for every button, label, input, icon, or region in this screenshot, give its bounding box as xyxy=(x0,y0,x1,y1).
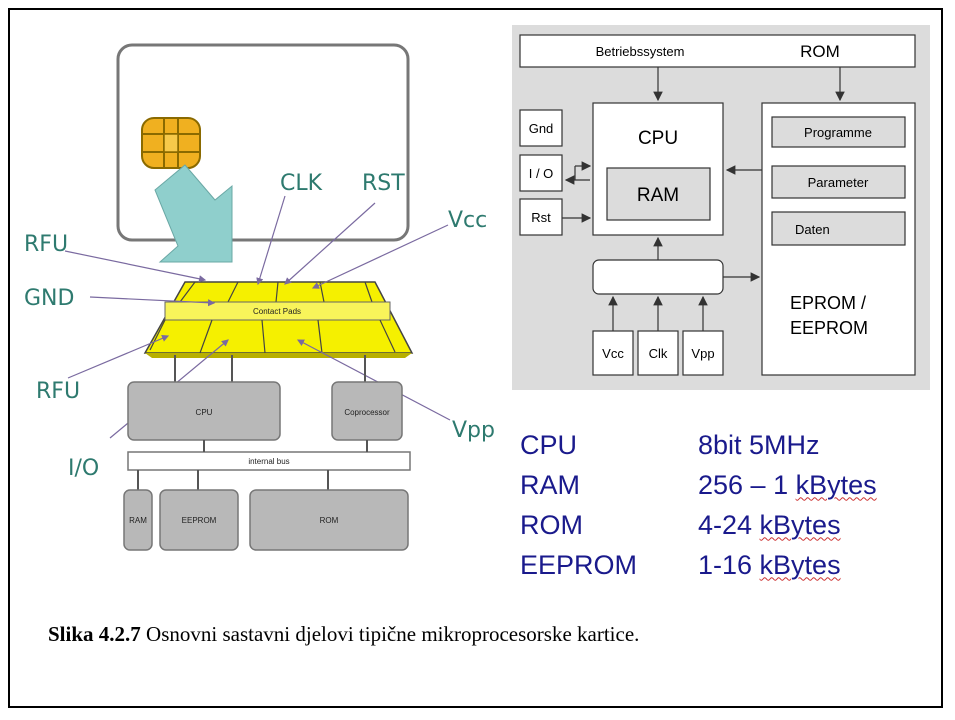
daten-box-label: Daten xyxy=(795,222,830,237)
smartcard-illustration: Contact Pads CLK RST Vcc RFU GND RFU I/O… xyxy=(24,43,495,551)
spec-value-unit: kBytes xyxy=(795,469,877,500)
gnd-box xyxy=(519,109,563,147)
ram-box xyxy=(606,167,711,221)
os-label: Betriebssystem xyxy=(596,44,685,59)
rst-box xyxy=(519,198,563,236)
pin-label-vpp: Vpp xyxy=(452,418,495,443)
os-rom-bar xyxy=(519,34,916,68)
programme-box-label: Programme xyxy=(804,125,872,140)
eeprom-block xyxy=(159,489,239,551)
spec-value-unit: kBytes xyxy=(759,549,841,580)
contact-pads: Contact Pads xyxy=(143,281,414,358)
chip-icon xyxy=(141,117,201,169)
pin-label-rfu-bottom: RFU xyxy=(36,379,80,404)
rst-box-label: Rst xyxy=(531,210,551,225)
eprom-label-line1: EPROM / xyxy=(790,293,866,313)
spec-key: RAM xyxy=(520,469,580,500)
io-box xyxy=(519,154,563,192)
spec-row: EEPROM 1-16 kBytes xyxy=(520,545,940,585)
spec-value: 4-24 kBytes xyxy=(698,509,841,540)
spec-value: 256 – 1 kBytes xyxy=(698,469,877,500)
pin-label-rfu-top: RFU xyxy=(24,232,68,257)
spec-key: EEPROM xyxy=(520,549,638,580)
spec-row: RAM 256 – 1 kBytes xyxy=(520,465,940,505)
pin-label-clk: CLK xyxy=(280,171,323,196)
gnd-box-label: Gnd xyxy=(529,121,554,136)
parameter-box xyxy=(771,165,906,199)
cpu-block-label: CPU xyxy=(196,408,213,417)
rom-block xyxy=(249,489,409,551)
ram-block-label: RAM xyxy=(129,516,147,525)
spec-value: 8bit 5MHz xyxy=(698,429,820,460)
rom-label: ROM xyxy=(800,42,840,61)
pin-label-vcc: Vcc xyxy=(448,208,487,233)
pin-label-gnd: GND xyxy=(24,286,74,311)
figure-caption: Slika 4.2.7 Osnovni sastavni djelovi tip… xyxy=(48,622,639,647)
block-diagram: Betriebssystem ROM CPU RAM Gnd I / O Rst… xyxy=(512,25,930,390)
programme-box xyxy=(771,116,906,148)
eprom-label-line2: EEPROM xyxy=(790,318,868,338)
spec-row: ROM 4-24 kBytes xyxy=(520,505,940,545)
vcc-box-label: Vcc xyxy=(602,346,624,361)
ram-block xyxy=(123,489,153,551)
spec-value: 1-16 kBytes xyxy=(698,549,841,580)
cpu-box-label: CPU xyxy=(638,128,678,149)
ram-box-label: RAM xyxy=(637,185,679,206)
spec-value-unit: kBytes xyxy=(759,509,841,540)
coprocessor-block-label: Coprocessor xyxy=(344,408,390,417)
rom-block-label: ROM xyxy=(320,516,339,525)
spec-row: CPU 8bit 5MHz xyxy=(520,425,940,465)
caption-number: Slika 4.2.7 xyxy=(48,622,141,646)
bus-box xyxy=(592,259,724,295)
pin-label-io: I/O xyxy=(68,456,99,481)
vpp-box-label: Vpp xyxy=(691,346,714,361)
io-box-label: I / O xyxy=(529,166,554,181)
pointer-arrow-icon xyxy=(154,164,233,263)
spec-key: CPU xyxy=(520,429,578,460)
clk-box xyxy=(637,330,679,376)
contact-pads-label: Contact Pads xyxy=(253,307,301,316)
internal-bus-label: internal bus xyxy=(248,457,289,466)
caption-text: Osnovni sastavni djelovi tipične mikropr… xyxy=(140,622,640,646)
pin-label-rst: RST xyxy=(362,171,405,196)
clk-box-label: Clk xyxy=(649,346,668,361)
spec-key: ROM xyxy=(520,509,583,540)
eeprom-block-label: EEPROM xyxy=(182,516,217,525)
daten-box xyxy=(771,211,906,246)
parameter-box-label: Parameter xyxy=(808,175,869,190)
internal-bus xyxy=(127,451,411,471)
